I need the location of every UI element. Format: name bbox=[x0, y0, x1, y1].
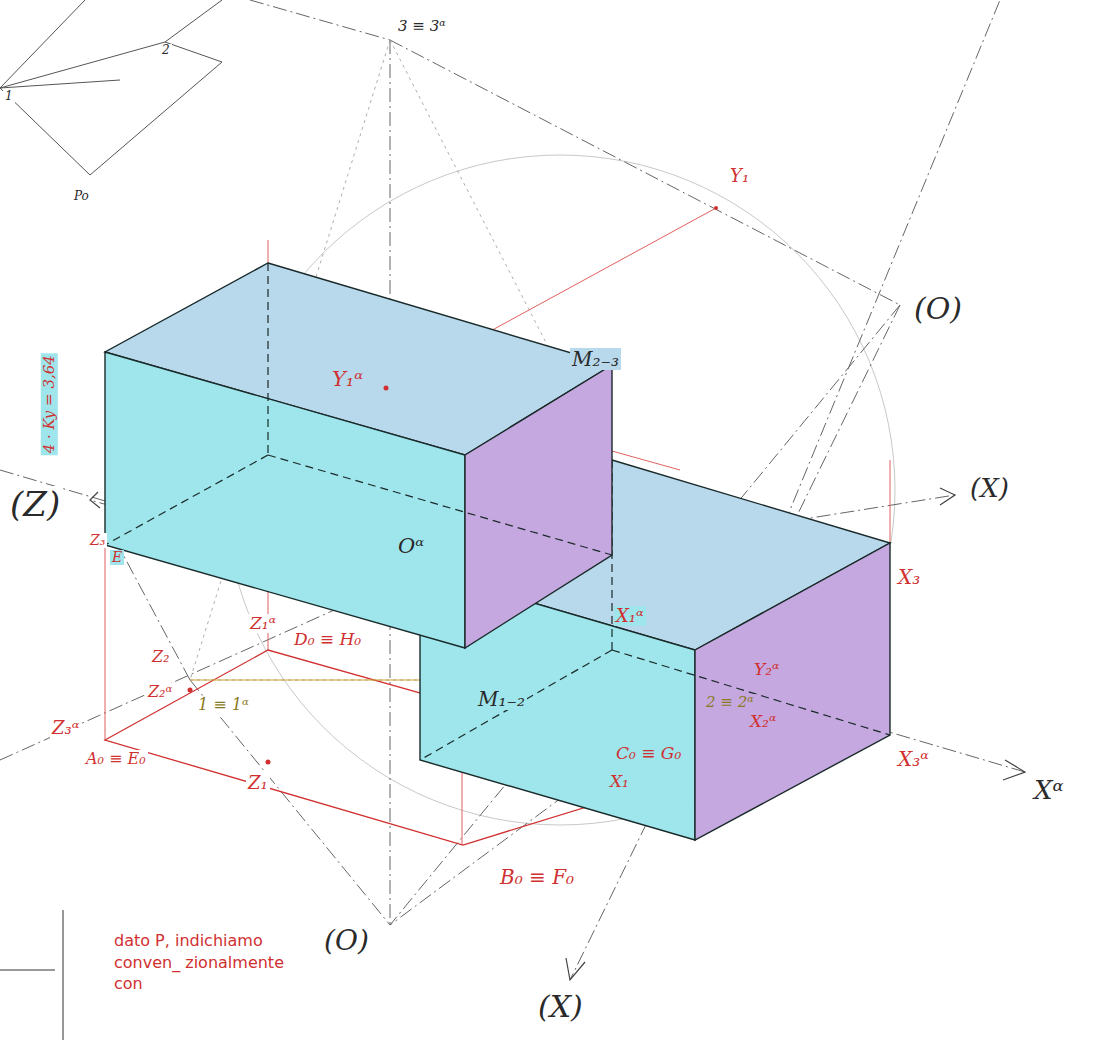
point-label: X₃ bbox=[896, 566, 922, 588]
point-label: Z₁ bbox=[246, 773, 270, 793]
plan-point: C₀ ≡ G₀ bbox=[614, 744, 683, 763]
point-label: Z₁ᵅ bbox=[248, 614, 278, 633]
point-label: Z₃ᵅ bbox=[50, 718, 81, 738]
point-label: X₁ᵅ bbox=[614, 606, 646, 626]
plan-point: D₀ ≡ H₀ bbox=[292, 630, 363, 649]
point-label: 1 ≡ 1ᵅ bbox=[196, 696, 251, 714]
point-label: Z₂ᵅ bbox=[146, 683, 174, 701]
origin-label: Oᵅ bbox=[396, 535, 426, 558]
plan-point: A₀ ≡ E₀ bbox=[84, 750, 148, 768]
axis-label: (X) bbox=[968, 474, 1011, 503]
point-label: 2 ≡ 2ᵅ bbox=[704, 694, 756, 711]
point-label: Z₃ bbox=[88, 533, 107, 548]
point-label: Y₂ᵅ bbox=[752, 660, 781, 679]
axis-label: (X) bbox=[536, 990, 585, 1023]
point-label: X₁ bbox=[608, 772, 631, 791]
axis-label: Xᵅ bbox=[1032, 776, 1066, 805]
dimension-label: 4 · Ky = 3,64 bbox=[41, 353, 58, 455]
point-label: Po bbox=[72, 190, 91, 203]
point-label: E bbox=[110, 550, 124, 565]
note-text: dato P, indichiamo conven_ zionalmente c… bbox=[112, 930, 316, 995]
point-label: 3 ≡ 3ᵅ bbox=[396, 18, 448, 35]
axis-label: Y₁ᵅ bbox=[330, 368, 365, 391]
point-label: X₂ᵅ bbox=[748, 712, 778, 731]
axis-label: Y₁ bbox=[728, 166, 751, 186]
point-number: 2 bbox=[160, 44, 172, 57]
axis-label: (Z) bbox=[8, 486, 62, 523]
point-label: X₃ᵅ bbox=[896, 748, 931, 770]
point-label: Z₂ bbox=[150, 648, 172, 666]
midpoint-label: M₁₋₂ bbox=[476, 688, 527, 710]
midpoint-label: M₂₋₃ bbox=[570, 348, 621, 370]
plan-point: B₀ ≡ F₀ bbox=[498, 866, 576, 888]
origin-label: (O) bbox=[322, 926, 371, 957]
origin-label: (O) bbox=[912, 292, 964, 325]
point-number: 1 bbox=[3, 90, 15, 103]
